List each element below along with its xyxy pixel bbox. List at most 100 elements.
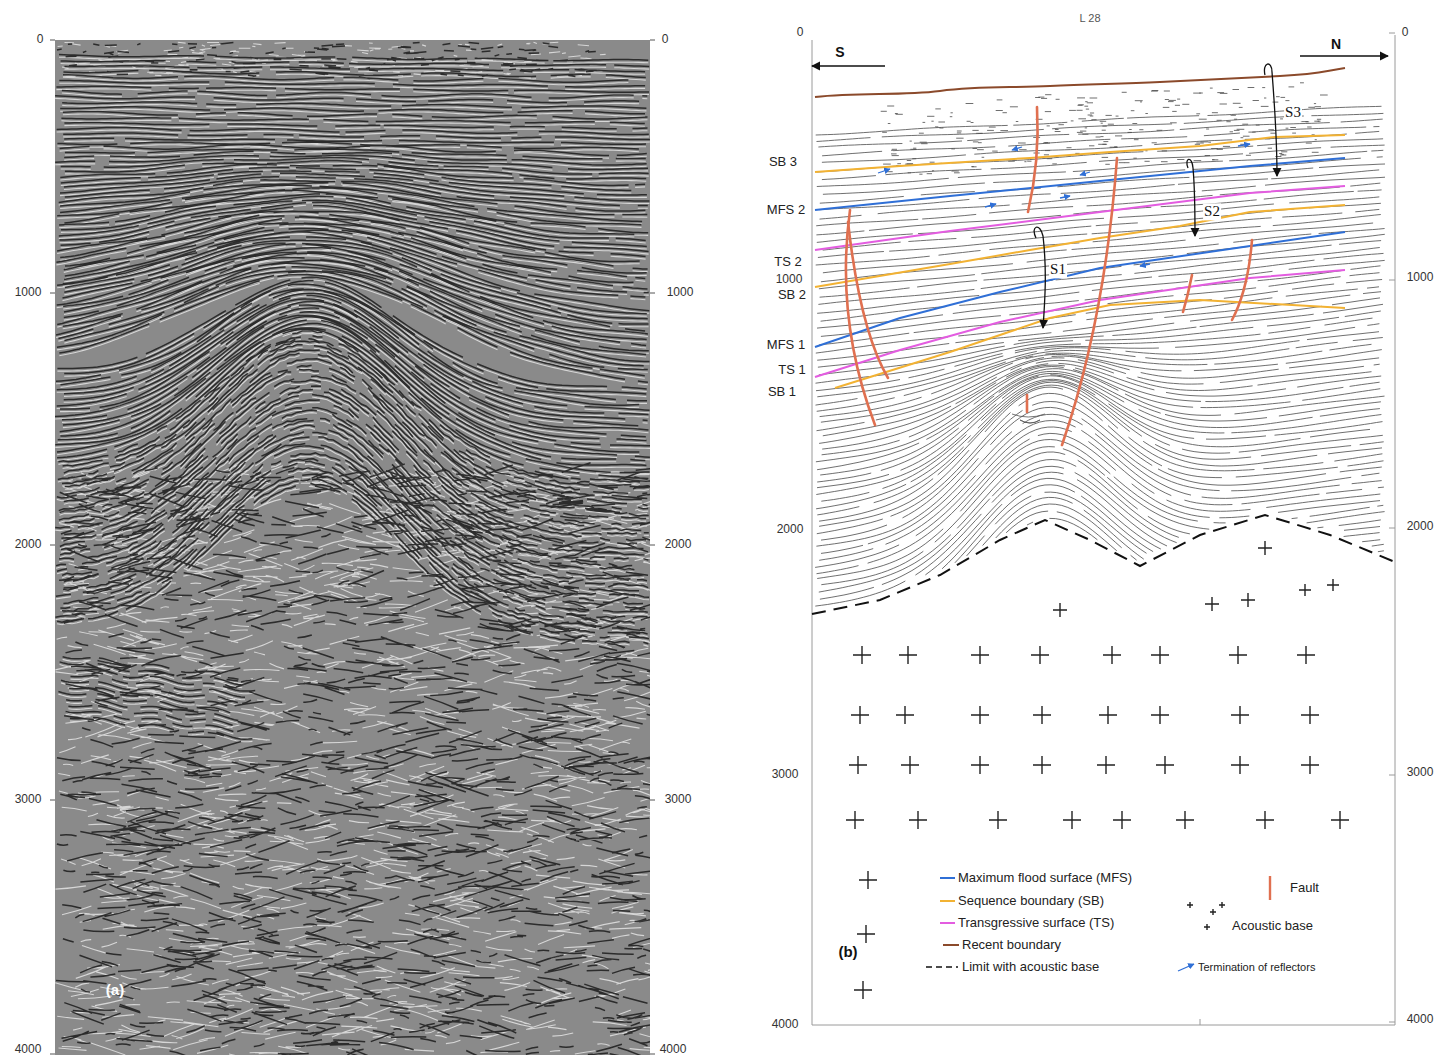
sequence-label: S1 <box>1049 261 1067 278</box>
frame-axes <box>812 33 1395 1025</box>
cross-symbol <box>1113 811 1131 829</box>
drawing-part <box>1200 1019 1201 1025</box>
drawing-part <box>878 169 890 173</box>
sequence-arrows <box>812 56 1388 328</box>
cross-symbol <box>1099 706 1117 724</box>
legend-sample <box>940 877 955 879</box>
axis-label: 2000 <box>1407 520 1434 534</box>
horizon-label: MFS 1 <box>767 338 805 353</box>
seismic-reflectors <box>55 42 650 1055</box>
termination-arrows <box>878 144 1250 266</box>
legend-text: Maximum flood surface (MFS) <box>958 871 1132 886</box>
drawing-part <box>650 800 655 801</box>
horizons <box>815 68 1345 388</box>
cross-symbol <box>1097 756 1115 774</box>
cross-symbol <box>1241 593 1255 607</box>
legend-sample <box>1178 964 1194 971</box>
axis-label: 2000 <box>665 538 692 552</box>
drawing-part <box>1060 196 1070 198</box>
max-flood-surface <box>815 232 1345 347</box>
cross-symbol <box>849 756 867 774</box>
axis-label: 4000 <box>15 1043 42 1057</box>
drawing-part <box>50 1054 55 1055</box>
cross-symbol <box>1187 902 1193 908</box>
legend-sample <box>940 900 955 902</box>
axis-label: 0 <box>1402 26 1409 40</box>
drawing-part <box>1238 144 1250 146</box>
axis-label: 3000 <box>15 793 42 807</box>
legend-text: Limit with acoustic base <box>962 960 1099 975</box>
drawing-part <box>650 40 655 41</box>
drawing-part <box>1389 528 1395 529</box>
axis-label: 3000 <box>665 793 692 807</box>
transgressive-surface <box>815 186 1345 250</box>
axis-label: 3000 <box>772 768 799 782</box>
drawing-part <box>1389 775 1395 776</box>
drawing-part <box>812 40 813 1025</box>
drawing-part <box>1034 227 1045 328</box>
cross-symbol <box>1176 811 1194 829</box>
cross-symbol <box>1229 646 1247 664</box>
cross-symbol <box>1033 706 1051 724</box>
legend-sample <box>926 966 958 968</box>
cross-symbol <box>1151 706 1169 724</box>
cross-symbol <box>1301 756 1319 774</box>
cross-symbol <box>1327 579 1339 591</box>
axis-label: 0 <box>37 33 44 47</box>
cross-symbol <box>1231 706 1249 724</box>
reflector <box>1012 414 1045 417</box>
acoustic-base-limit <box>812 515 1395 614</box>
drawing-part <box>1062 158 1117 445</box>
cross-symbol <box>901 756 919 774</box>
legend-text: Recent boundary <box>962 938 1061 953</box>
drawing-part <box>650 545 655 546</box>
axis-label: 1000 <box>667 286 694 300</box>
horizon-label: TS 2 <box>774 255 801 270</box>
reflector-lines <box>815 83 1385 606</box>
drawing-part <box>812 1025 1395 1026</box>
cross-symbol <box>853 646 871 664</box>
sequence-label: S2 <box>1203 203 1221 220</box>
horizon-label: TS 1 <box>778 363 805 378</box>
drawing-part <box>1300 55 1388 56</box>
seismic-trace <box>55 42 650 1055</box>
sequence-label: S3 <box>1284 104 1302 121</box>
drawing-part <box>650 293 655 294</box>
drawing-part <box>650 1054 655 1055</box>
axis-label: 1000 <box>15 286 42 300</box>
cross-symbol <box>896 706 914 724</box>
drawing-part <box>1026 395 1029 412</box>
max-flood-surface <box>815 158 1345 210</box>
cross-symbol <box>971 756 989 774</box>
recent-boundary <box>815 68 1345 97</box>
drawing-part <box>1389 33 1395 34</box>
axis-label: 0 <box>797 26 804 40</box>
cross-symbol <box>1031 646 1049 664</box>
panel-label: (b) <box>838 943 857 960</box>
drawing-part <box>1389 280 1395 281</box>
acoustic-base-crosses <box>846 541 1349 999</box>
axis-label: 1000 <box>776 273 803 287</box>
legend-text: Transgressive surface (TS) <box>958 916 1114 931</box>
cross-symbol <box>1258 541 1272 555</box>
legend-samples <box>926 876 1270 971</box>
cross-symbol <box>857 925 875 943</box>
drawing-part <box>812 65 885 66</box>
horizon-label: SB 2 <box>778 288 806 303</box>
drawing-part <box>1232 240 1252 320</box>
axis-label: 1000 <box>1407 271 1434 285</box>
horizon-label: MFS 2 <box>767 203 805 218</box>
drawing-part <box>1187 159 1195 236</box>
drawing-part <box>1264 64 1277 176</box>
cross-symbol <box>1156 756 1174 774</box>
cross-symbol <box>859 871 877 889</box>
axis-label: 2000 <box>777 523 804 537</box>
axis-ticks <box>50 40 655 1054</box>
drawing-part <box>848 222 888 378</box>
seismic-trace <box>55 42 650 1055</box>
axis-label: 2000 <box>15 538 42 552</box>
panel-label: (a) <box>106 981 124 998</box>
drawing-part <box>50 545 55 546</box>
